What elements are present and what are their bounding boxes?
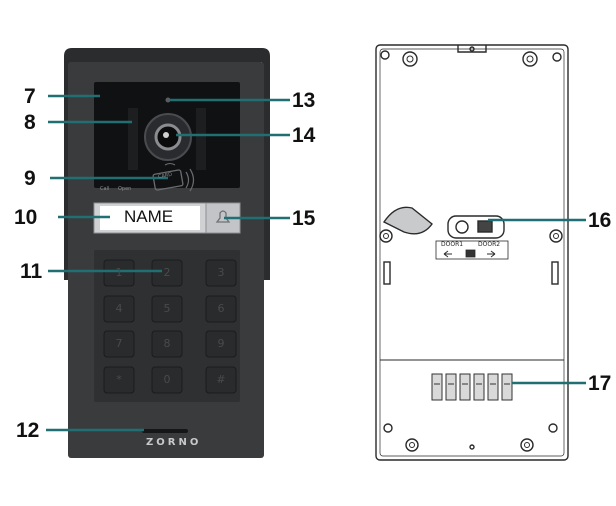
arrow-left-icon bbox=[443, 250, 452, 258]
callout-16: 16 bbox=[588, 209, 612, 232]
mount-hole-bl-outer bbox=[383, 423, 393, 433]
callout-8: 8 bbox=[24, 111, 36, 134]
back-panel bbox=[375, 44, 569, 461]
light-sensor bbox=[165, 97, 171, 103]
cable-clip bbox=[382, 206, 433, 235]
key-10[interactable] bbox=[151, 366, 183, 394]
callout-15: 15 bbox=[292, 207, 316, 230]
key-6[interactable] bbox=[103, 330, 135, 358]
rfid-card-icon bbox=[152, 162, 195, 192]
callout-11: 11 bbox=[20, 260, 43, 283]
bottom-hole bbox=[469, 444, 475, 450]
top-notch bbox=[457, 45, 487, 53]
key-label: 5 bbox=[163, 302, 171, 315]
callout-17: 17 bbox=[588, 372, 612, 395]
key-label: 0 bbox=[163, 373, 171, 386]
mount-hole-tl-outer bbox=[380, 50, 390, 60]
back-outline bbox=[375, 44, 569, 461]
key-0[interactable] bbox=[103, 259, 135, 287]
key-label: 8 bbox=[163, 337, 171, 350]
callout-14: 14 bbox=[292, 124, 316, 147]
key-label: 2 bbox=[163, 266, 171, 279]
keypad bbox=[103, 259, 237, 394]
key-label: 6 bbox=[217, 302, 225, 315]
key-label: 3 bbox=[217, 266, 225, 279]
speaker-slot bbox=[142, 429, 188, 433]
side-slot-right bbox=[551, 261, 559, 285]
key-11[interactable] bbox=[205, 366, 237, 394]
key-5[interactable] bbox=[205, 295, 237, 323]
lens-glint bbox=[163, 132, 169, 138]
mount-hole-br bbox=[520, 438, 534, 452]
mount-hole-bl bbox=[405, 438, 419, 452]
small-label-left: Call bbox=[100, 186, 110, 192]
terminal-2 bbox=[459, 373, 471, 401]
callout-9: 9 bbox=[24, 167, 36, 190]
callout-13: 13 bbox=[292, 89, 316, 112]
mount-hole-tr bbox=[522, 51, 538, 67]
key-label: # bbox=[216, 373, 226, 386]
key-4[interactable] bbox=[151, 295, 183, 323]
key-9[interactable] bbox=[103, 366, 135, 394]
door-switch-label-box bbox=[435, 240, 509, 260]
key-8[interactable] bbox=[205, 330, 237, 358]
top-hole bbox=[469, 46, 475, 52]
key-3[interactable] bbox=[103, 295, 135, 323]
mount-hole-tl bbox=[402, 51, 418, 67]
key-label: 9 bbox=[217, 337, 225, 350]
callout-lines bbox=[46, 94, 586, 432]
key-1[interactable] bbox=[151, 259, 183, 287]
callout-10: 10 bbox=[14, 206, 38, 229]
mount-hole-ml bbox=[379, 229, 393, 243]
name-plate-text: NAME bbox=[124, 207, 174, 226]
small-label-right: Open bbox=[118, 186, 132, 192]
mount-hole-br-outer bbox=[548, 423, 558, 433]
terminal-4 bbox=[487, 373, 499, 401]
front-panel bbox=[64, 48, 270, 458]
terminal-3 bbox=[473, 373, 485, 401]
terminal-0 bbox=[431, 373, 443, 401]
bell-icon bbox=[215, 210, 231, 223]
jumper-housing bbox=[447, 215, 505, 239]
door2-label: DOOR2 bbox=[478, 241, 501, 248]
brand-logo: ZORNO bbox=[146, 437, 202, 448]
jumper-hole bbox=[455, 220, 469, 234]
ir-led-right bbox=[196, 108, 206, 170]
ir-led-left bbox=[128, 108, 138, 170]
jumper-switch[interactable] bbox=[477, 220, 493, 233]
key-label: 4 bbox=[115, 302, 123, 315]
terminal-1 bbox=[445, 373, 457, 401]
back-inner-outline bbox=[379, 48, 565, 457]
callout-12: 12 bbox=[16, 419, 40, 442]
door1-label: DOOR1 bbox=[441, 241, 464, 248]
key-label: * bbox=[116, 373, 122, 386]
name-plate bbox=[100, 206, 200, 230]
key-2[interactable] bbox=[205, 259, 237, 287]
callout-7: 7 bbox=[24, 85, 36, 108]
terminal-5 bbox=[501, 373, 513, 401]
terminal-block bbox=[431, 373, 513, 401]
arrow-right-icon bbox=[487, 250, 496, 258]
side-slot-left bbox=[383, 261, 391, 285]
key-label: 1 bbox=[115, 266, 123, 279]
keypad-area bbox=[94, 250, 240, 402]
key-7[interactable] bbox=[151, 330, 183, 358]
mount-hole-tr-outer bbox=[552, 52, 562, 62]
key-label: 7 bbox=[115, 337, 123, 350]
door-switch-icon bbox=[465, 249, 476, 258]
mount-hole-mr bbox=[549, 229, 563, 243]
